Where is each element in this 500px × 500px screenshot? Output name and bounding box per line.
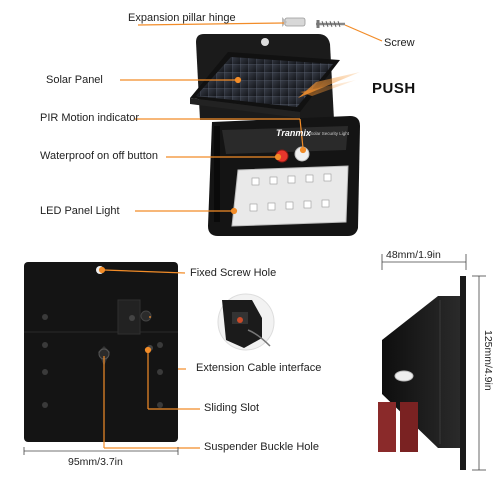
label-push: PUSH bbox=[372, 80, 416, 97]
label-expansion-pillar-hinge: Expansion pillar hinge bbox=[128, 12, 236, 24]
dimension-depth: 48mm/1.9in bbox=[386, 249, 441, 261]
push-arrow-icon bbox=[298, 72, 360, 98]
dimension-height: 125mm/4.9in bbox=[482, 330, 494, 391]
label-extension-cable-interface: Extension Cable interface bbox=[196, 362, 322, 374]
expansion-pillar-hinge-icon bbox=[282, 17, 306, 27]
dimension-width: 95mm/3.7in bbox=[68, 456, 123, 468]
label-suspender-buckle-hole: Suspender Buckle Hole bbox=[204, 441, 319, 453]
label-solar-panel: Solar Panel bbox=[46, 74, 103, 86]
brand-subtitle: Solar Security Light bbox=[310, 131, 350, 136]
label-screw: Screw bbox=[384, 37, 415, 49]
label-led-panel-light: LED Panel Light bbox=[40, 205, 120, 217]
brand-logo: Tranmix bbox=[276, 128, 311, 138]
back-plate bbox=[24, 262, 178, 442]
label-pir-motion-indicator: PIR Motion indicator bbox=[40, 112, 140, 124]
leader-lines bbox=[98, 22, 383, 449]
adhesive-pads bbox=[378, 402, 418, 452]
dimension-lines bbox=[23, 254, 486, 471]
screw-icon bbox=[316, 20, 345, 28]
label-fixed-screw-hole: Fixed Screw Hole bbox=[190, 267, 277, 279]
label-sliding-slot: Sliding Slot bbox=[204, 402, 260, 414]
led-panel bbox=[231, 165, 349, 227]
label-waterproof-button: Waterproof on off button bbox=[40, 150, 159, 162]
cable-interface-zoom bbox=[217, 293, 275, 351]
solar-panel bbox=[190, 52, 340, 118]
